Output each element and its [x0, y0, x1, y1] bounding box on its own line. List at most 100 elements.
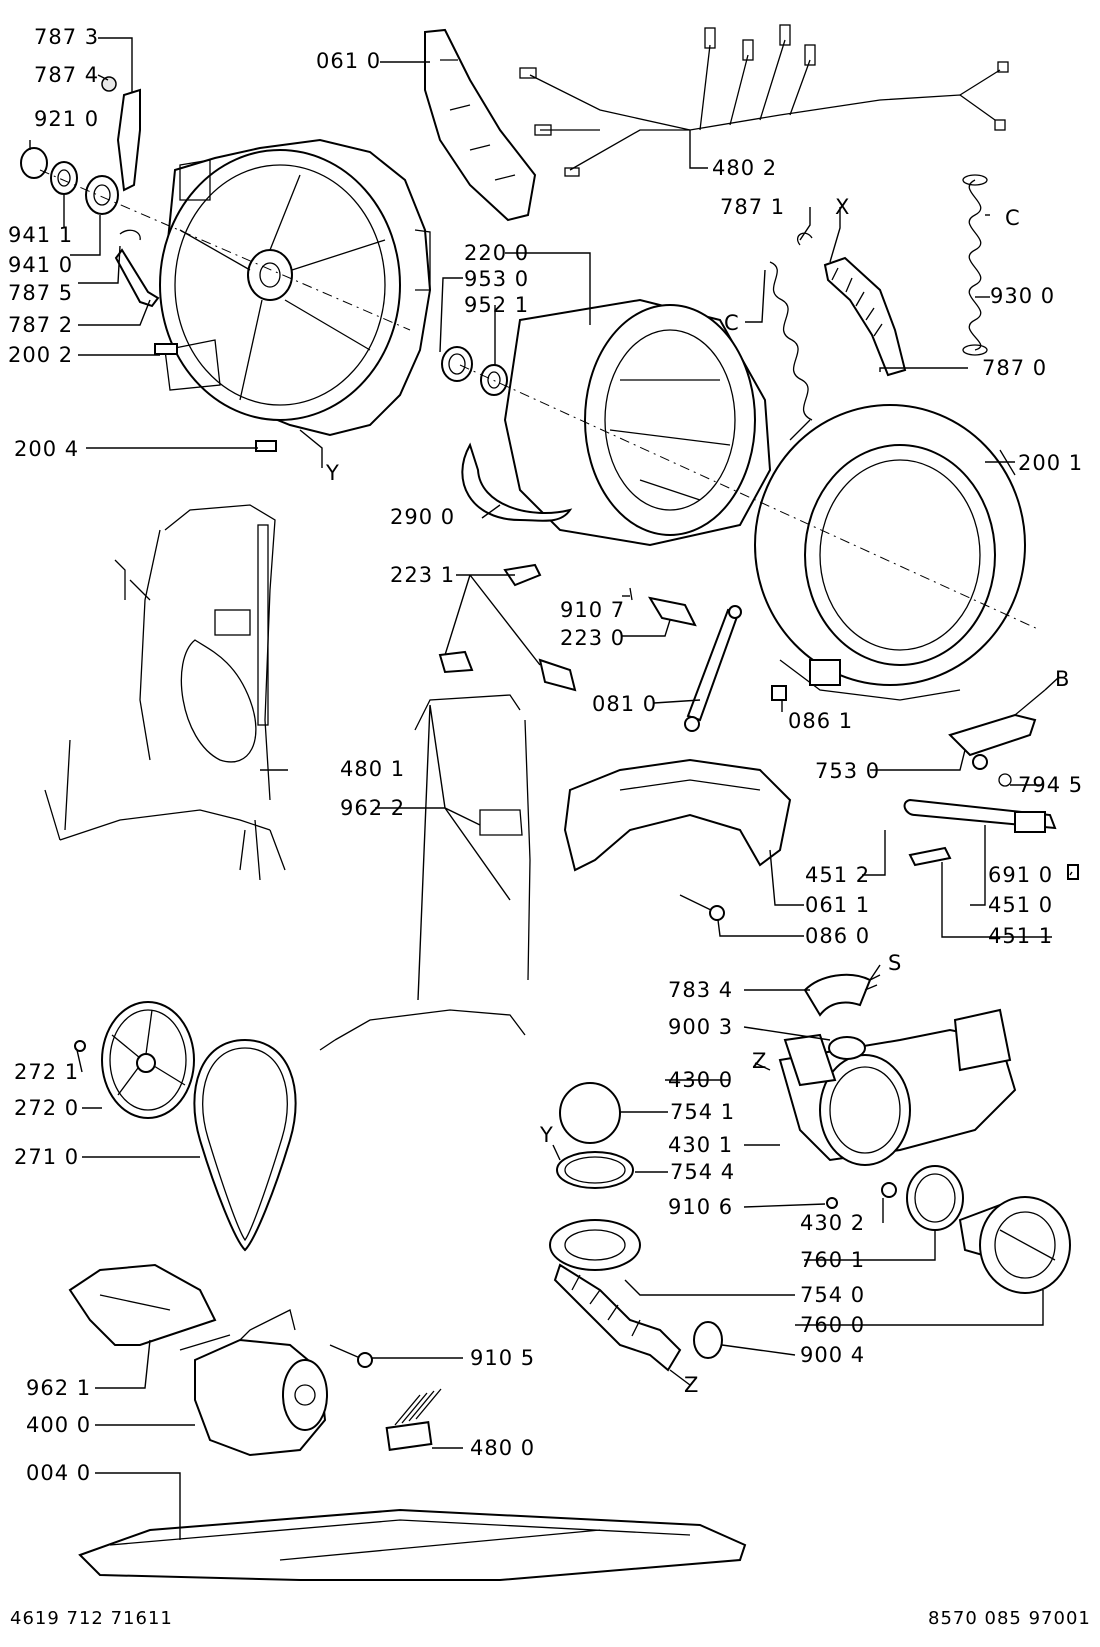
label-s: S [888, 951, 902, 975]
label-c-right: C [1005, 206, 1021, 230]
damper-part [684, 605, 742, 732]
filter-cap-part [958, 1196, 1071, 1294]
label-223-0: 223 0 [560, 626, 625, 650]
label-y-bottom: Y [539, 1123, 554, 1147]
label-930-0: 930 0 [990, 284, 1055, 308]
wiring-harness-top [519, 24, 1009, 177]
pulley-part [74, 1001, 195, 1119]
label-272-0: 272 0 [14, 1096, 79, 1120]
drain-pump-part [778, 1008, 1017, 1166]
label-900-3: 900 3 [668, 1015, 733, 1039]
label-223-1: 223 1 [390, 563, 455, 587]
label-794-5: 794 5 [1018, 773, 1083, 797]
label-200-1: 200 1 [1018, 451, 1083, 475]
label-086-1: 086 1 [788, 709, 853, 733]
counterweight-bottom-part [563, 758, 792, 872]
label-220-0: 220 0 [464, 241, 529, 265]
label-061-0: 061 0 [316, 49, 381, 73]
bearing-parts [20, 76, 277, 452]
label-400-0: 400 0 [26, 1413, 91, 1437]
label-480-1: 480 1 [340, 757, 405, 781]
label-081-0: 081 0 [592, 692, 657, 716]
label-787-3: 787 3 [34, 25, 99, 49]
drive-belt-part [193, 1038, 297, 1252]
clip-part [771, 685, 787, 701]
label-200-4: 200 4 [14, 437, 79, 461]
rear-tub-part [159, 138, 432, 437]
filter-seal-part [556, 1151, 634, 1189]
hose-connector-part [803, 973, 881, 1017]
heater-part [903, 798, 1057, 867]
label-783-4: 783 4 [668, 978, 733, 1002]
label-480-0: 480 0 [470, 1436, 535, 1460]
label-787-0: 787 0 [982, 356, 1047, 380]
label-y-top: Y [325, 461, 340, 485]
shaft-seal-parts [441, 346, 508, 396]
label-941-1: 941 1 [8, 223, 73, 247]
label-086-0: 086 0 [805, 924, 870, 948]
label-430-2: 430 2 [800, 1211, 865, 1235]
motor-cover-part [68, 1263, 217, 1346]
label-760-0: 760 0 [800, 1313, 865, 1337]
spring-parts [769, 174, 988, 421]
bolt-part [679, 894, 716, 913]
counterweight-top-part [424, 28, 537, 222]
label-200-2: 200 2 [8, 343, 73, 367]
label-910-7: 910 7 [560, 598, 625, 622]
label-941-0: 941 0 [8, 253, 73, 277]
label-451-1: 451 1 [988, 924, 1053, 948]
label-787-5: 787 5 [8, 281, 73, 305]
label-962-2: 962 2 [340, 796, 405, 820]
gasket-ring-part [461, 442, 573, 522]
label-754-1: 754 1 [670, 1100, 735, 1124]
drum-part [503, 298, 772, 547]
label-c-left: C [724, 311, 740, 335]
label-430-1: 430 1 [668, 1133, 733, 1157]
label-910-5: 910 5 [470, 1346, 535, 1370]
label-787-4: 787 4 [34, 63, 99, 87]
label-953-0: 953 0 [464, 267, 529, 291]
front-tub-part [754, 404, 1026, 701]
motor-part [179, 1309, 328, 1457]
label-760-1: 760 1 [800, 1248, 865, 1272]
filter-disk-part [559, 1082, 621, 1144]
label-900-4: 900 4 [800, 1343, 865, 1367]
thermostat-part [948, 689, 1046, 787]
label-290-0: 290 0 [390, 505, 455, 529]
label-z-top: Z [752, 1049, 767, 1073]
connector-part [385, 1388, 442, 1451]
label-754-0: 754 0 [800, 1283, 865, 1307]
frame-harness-center [319, 694, 531, 1051]
base-tray-part [78, 1508, 747, 1581]
label-754-4: 754 4 [670, 1160, 735, 1184]
label-z-bottom: Z [684, 1373, 699, 1397]
leader-lines [29, 37, 1073, 1540]
label-b: B [1055, 667, 1070, 691]
label-952-1: 952 1 [464, 293, 529, 317]
footer-left-code: 4619 712 71611 [10, 1608, 173, 1629]
label-451-0: 451 0 [988, 893, 1053, 917]
label-430-0: 430 0 [668, 1068, 733, 1092]
label-753-0: 753 0 [815, 759, 880, 783]
label-691-0: 691 0 [988, 863, 1053, 887]
label-271-0: 271 0 [14, 1145, 79, 1169]
wiring-harness-left [44, 504, 286, 881]
label-910-6: 910 6 [668, 1195, 733, 1219]
sump-hose-bottom [549, 1219, 682, 1372]
hose-clamp-part [693, 1321, 723, 1359]
label-272-1: 272 1 [14, 1060, 79, 1084]
label-061-1: 061 1 [805, 893, 870, 917]
label-787-1: 787 1 [720, 195, 785, 219]
label-921-0: 921 0 [34, 107, 99, 131]
clamp-part [828, 1036, 866, 1060]
label-962-1: 962 1 [26, 1376, 91, 1400]
label-787-2: 787 2 [8, 313, 73, 337]
label-480-2: 480 2 [712, 156, 777, 180]
label-x: X [835, 195, 850, 219]
footer-right-code: 8570 085 97001 [928, 1608, 1091, 1629]
label-004-0: 004 0 [26, 1461, 91, 1485]
sump-hose-top [797, 232, 907, 377]
label-451-2: 451 2 [805, 863, 870, 887]
part-labels: 787 3 787 4 921 0 941 1 941 0 787 5 787 … [8, 25, 1083, 1485]
